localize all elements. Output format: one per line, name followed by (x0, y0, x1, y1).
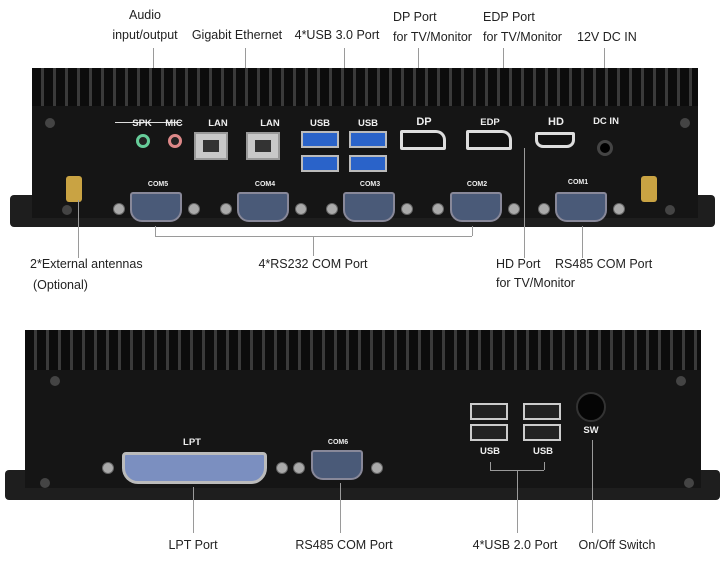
com5-port (130, 192, 182, 222)
usb3-label: 4*USB 3.0 Port (294, 28, 380, 42)
hd-port-label: HD (548, 116, 564, 128)
com1-port (555, 192, 607, 222)
hd-label: HD Port (496, 257, 541, 271)
hd-port (535, 132, 575, 148)
dc-jack (597, 140, 613, 156)
usb2-port (470, 424, 508, 441)
dc-port-label: DC IN (593, 116, 619, 127)
com2-label: COM2 (466, 181, 488, 188)
mic-port-label: MIC (165, 118, 183, 129)
dp-port-label: DP (416, 116, 432, 128)
audio-label: Audio (129, 8, 161, 22)
com4-label: COM4 (254, 181, 276, 188)
edp-port-label: EDP (480, 117, 500, 128)
antenna-label: 2*External antennas (30, 257, 143, 271)
usb3-port (301, 131, 339, 148)
com4-port (237, 192, 289, 222)
com5-label: COM5 (147, 181, 169, 188)
com6-port (311, 450, 363, 480)
power-switch[interactable] (576, 392, 606, 422)
lpt-port (122, 452, 267, 484)
usb3-port (349, 131, 387, 148)
lpt-port-label: LPT (183, 437, 201, 448)
dp-port (400, 130, 446, 150)
usb2-port (470, 403, 508, 420)
lan-port-label: LAN (208, 118, 228, 129)
audio-label-2: input/output (112, 28, 178, 42)
com3-label: COM3 (359, 181, 381, 188)
antenna-label-2: (Optional) (33, 278, 88, 292)
com1-label: COM1 (567, 179, 589, 186)
mic-jack (168, 134, 182, 148)
switch-callout: On/Off Switch (578, 538, 656, 552)
spk-port-label: SPK (132, 118, 152, 129)
hd-label-2: for TV/Monitor (496, 276, 575, 290)
usb3-port (349, 155, 387, 172)
ethernet-label: Gigabit Ethernet (191, 28, 283, 42)
edp-label: EDP Port (483, 10, 535, 24)
usb2-port (523, 403, 561, 420)
com2-port (450, 192, 502, 222)
rs485-bottom-label: RS485 COM Port (295, 538, 393, 552)
speaker-jack (136, 134, 150, 148)
usb2-label: 4*USB 2.0 Port (472, 538, 558, 552)
com3-port (343, 192, 395, 222)
dp-label-2: for TV/Monitor (393, 30, 472, 44)
dc-label: 12V DC IN (577, 30, 637, 44)
dp-label: DP Port (393, 10, 437, 24)
usb-port-label: USB (309, 118, 331, 129)
edp-port (466, 130, 512, 150)
lpt-label: LPT Port (168, 538, 218, 552)
lan-port (194, 132, 228, 160)
edp-label-2: for TV/Monitor (483, 30, 562, 44)
usb3-port (301, 155, 339, 172)
rs485-label: RS485 COM Port (555, 257, 653, 271)
antenna-connector (66, 176, 82, 202)
usb-port-label: USB (532, 446, 554, 457)
rs232-label: 4*RS232 COM Port (258, 257, 368, 271)
lan-port (246, 132, 280, 160)
antenna-connector (641, 176, 657, 202)
com6-port-label: COM6 (327, 439, 349, 446)
lan-port-label: LAN (260, 118, 280, 129)
usb2-port (523, 424, 561, 441)
usb-port-label: USB (357, 118, 379, 129)
switch-label: SW (583, 425, 599, 436)
usb-port-label: USB (479, 446, 501, 457)
